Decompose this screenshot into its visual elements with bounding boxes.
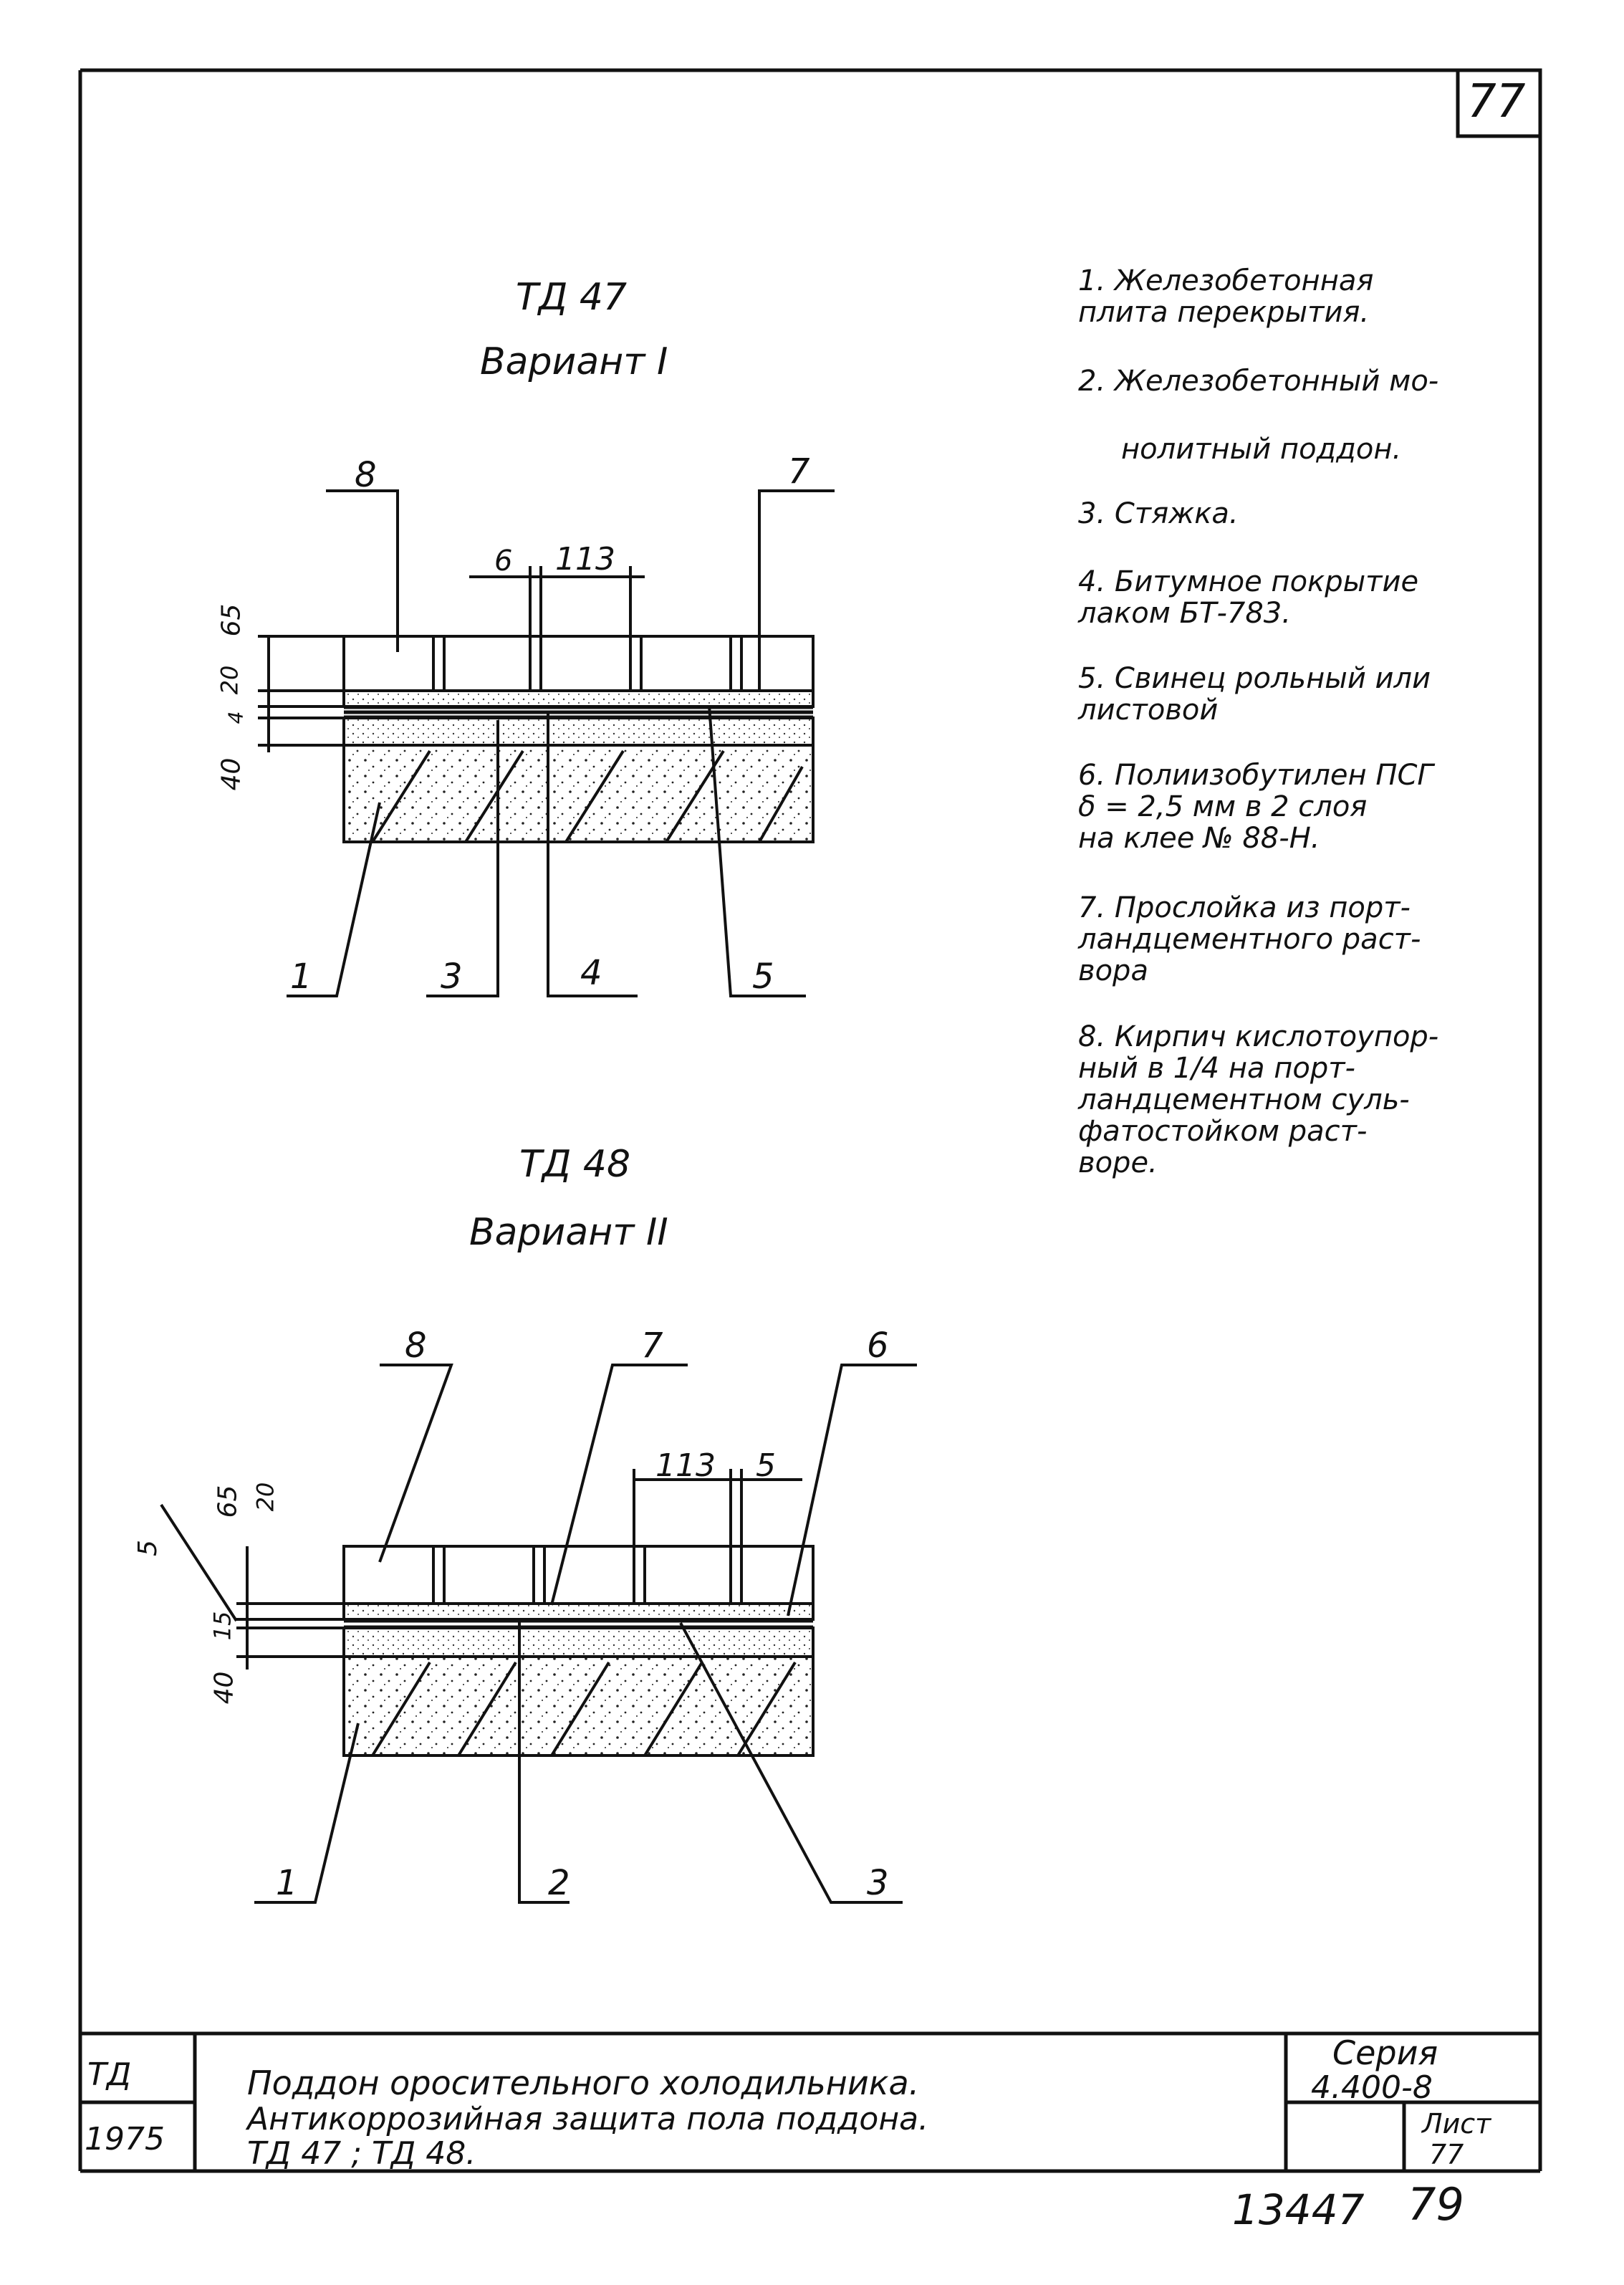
variant2-leader-2: 2 bbox=[548, 1863, 570, 1903]
sheet-number: 77 bbox=[1467, 75, 1526, 128]
legend-item-5: 5. Свинец рольный или листовой bbox=[1078, 662, 1431, 727]
variant2-dim-side-2: 65 bbox=[213, 1485, 243, 1518]
variant2-leader-6: 6 bbox=[867, 1326, 889, 1366]
variant2-dim-top-2: 5 bbox=[756, 1447, 776, 1484]
title-block-lines bbox=[80, 2031, 1540, 2171]
titleblock-line-2: Антикоррозийная защита пола поддона. bbox=[247, 2101, 929, 2137]
legend-item-2b: нолитный поддон. bbox=[1121, 433, 1402, 466]
footer-number-1: 13447 bbox=[1232, 2185, 1365, 2234]
variant1-leader-3: 3 bbox=[441, 957, 463, 997]
variant1-leader-4: 4 bbox=[580, 953, 602, 993]
variant2-code: ТД 48 bbox=[519, 1143, 631, 1186]
variant1-dim-side-1: 65 bbox=[216, 603, 246, 637]
variant2-dim-side-5: 40 bbox=[209, 1671, 239, 1705]
legend-item-7: 7. Прослойка из порт- ландцементного рас… bbox=[1078, 891, 1421, 987]
titleblock-code: ТД bbox=[87, 2056, 132, 2093]
section-variant-1 bbox=[258, 489, 835, 997]
variant2-leader-7: 7 bbox=[641, 1326, 663, 1366]
legend-item-3: 3. Стяжка. bbox=[1078, 497, 1239, 530]
variant2-title: Вариант II bbox=[469, 1211, 668, 1254]
variant1-dim-top-2: 113 bbox=[555, 541, 615, 578]
legend-item-1: 1. Железобетонная плита перекрытия. bbox=[1078, 264, 1374, 329]
section-variant-2 bbox=[160, 1364, 917, 1904]
variant1-leader-1: 1 bbox=[290, 957, 312, 997]
footer-number-2: 79 bbox=[1408, 2178, 1464, 2231]
titleblock-series-label: Серия bbox=[1332, 2033, 1438, 2072]
titleblock-series-value: 4.400-8 bbox=[1311, 2069, 1433, 2106]
variant2-dim-side-3: 20 bbox=[251, 1482, 279, 1512]
variant1-leader-5: 5 bbox=[752, 957, 774, 997]
variant1-leader-8: 8 bbox=[355, 455, 377, 495]
variant1-dim-side-2: 20 bbox=[216, 665, 244, 695]
variant2-leader-1: 1 bbox=[276, 1863, 298, 1903]
variant2-dim-side-1: 5 bbox=[133, 1540, 163, 1556]
variant1-dim-top-1: 6 bbox=[494, 545, 513, 578]
variant2-leader-8: 8 bbox=[405, 1326, 427, 1366]
titleblock-sheet-label: Лист bbox=[1422, 2108, 1491, 2140]
legend-item-2: 2. Железобетонный мо- bbox=[1078, 365, 1439, 398]
variant2-dim-top-1: 113 bbox=[655, 1447, 716, 1484]
variant2-leader-3: 3 bbox=[867, 1863, 889, 1903]
legend-item-6: 6. Полиизобутилен ПСГ δ = 2,5 мм в 2 сло… bbox=[1078, 759, 1433, 855]
titleblock-year: 1975 bbox=[85, 2121, 165, 2157]
variant1-code: ТД 47 bbox=[516, 276, 628, 319]
variant1-dim-side-3: 4 bbox=[224, 711, 248, 724]
titleblock-line-1: Поддон оросительного холодильника. bbox=[247, 2064, 920, 2102]
variant1-dim-side-4: 40 bbox=[216, 757, 246, 791]
legend-item-4: 4. Битумное покрытие лаком БТ-783. bbox=[1078, 565, 1419, 630]
legend-item-8: 8. Кирпич кислотоупор- ный в 1/4 на порт… bbox=[1078, 1020, 1439, 1179]
titleblock-sheet-value: 77 bbox=[1429, 2139, 1464, 2170]
titleblock-line-3: ТД 47 ; ТД 48. bbox=[247, 2135, 476, 2172]
variant1-leader-7: 7 bbox=[788, 451, 810, 492]
variant2-dim-side-4: 15 bbox=[208, 1611, 236, 1641]
sheet-frame bbox=[78, 68, 1542, 2173]
variant1-title: Вариант I bbox=[480, 340, 668, 383]
